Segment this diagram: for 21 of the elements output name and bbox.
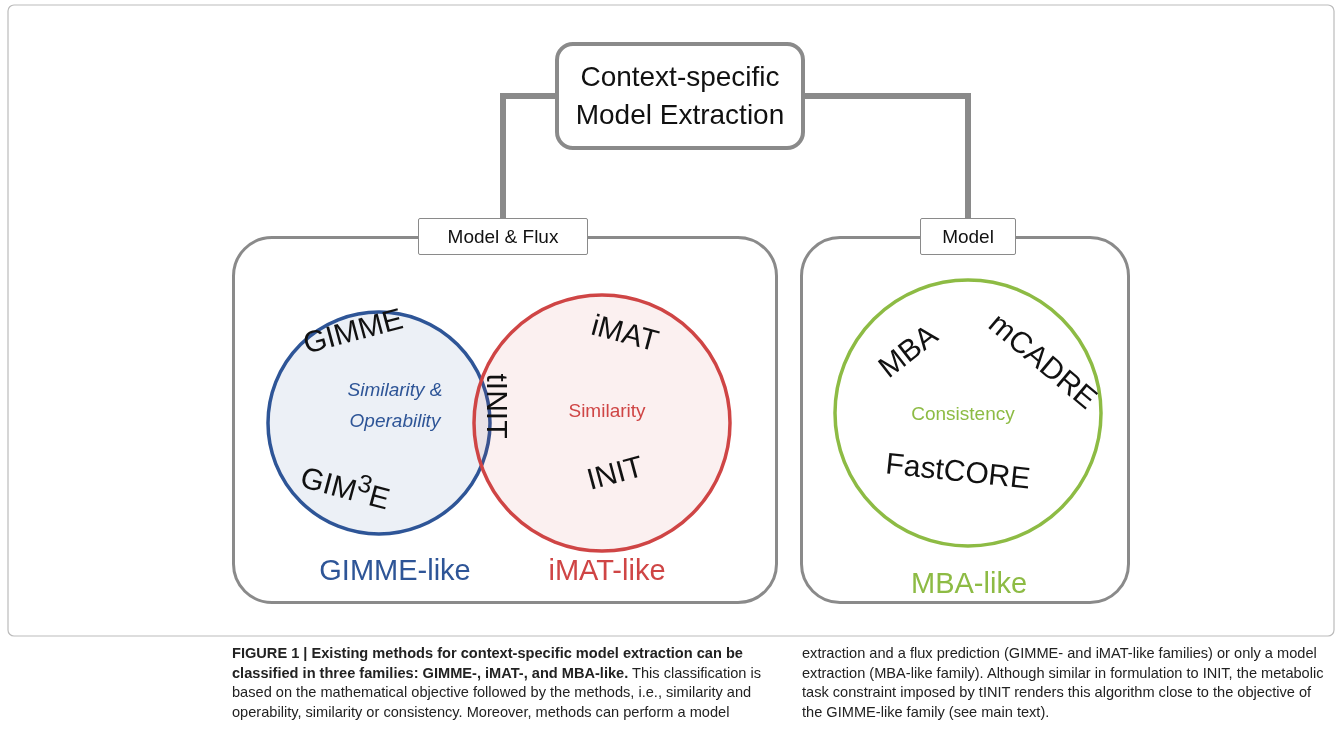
method-name: tINIT xyxy=(480,373,514,439)
criterion-label: Similarity & Operability xyxy=(346,378,444,433)
method-name: INIT xyxy=(583,449,647,497)
method-name: GIM$^{3}$E xyxy=(296,459,395,517)
family-label: iMAT-like xyxy=(548,553,666,587)
title-box xyxy=(555,42,805,150)
connector-line xyxy=(805,93,971,218)
method-name: GIMME xyxy=(299,301,407,361)
family-label: MBA-like xyxy=(911,566,1027,600)
category-box xyxy=(920,218,1016,255)
category-box xyxy=(418,218,588,255)
box-label: Model xyxy=(941,225,995,248)
method-name: iMAT xyxy=(587,307,663,359)
connector-line xyxy=(500,93,555,218)
box-label: Model & Flux xyxy=(446,225,560,248)
criterion-label: Similarity xyxy=(568,398,646,423)
method-name: FastCORE xyxy=(884,446,1032,496)
figure-caption: FIGURE 1 | Existing methods for context-specific model extraction can be classified in three families: GIMME-, iMAT-, and MBA-like. This classification is based on the mathematical objective followed by the methods, i.e., similarity and operability, similarity or consistency. Moreover, methods can perform a model extraction and a flux prediction (GIMME- and iMAT-like families) or only a model extraction (MBA-like family). Although similar in formulation to INIT, the metabolic task constraint imposed by tINIT renders this algorithm close to the objective of the GIMME-like family (see main text). xyxy=(232,644,1325,722)
method-name: MBA xyxy=(871,317,945,385)
box-label: Context-specific Model Extraction xyxy=(574,60,786,132)
family-label: GIMME-like xyxy=(319,553,471,587)
